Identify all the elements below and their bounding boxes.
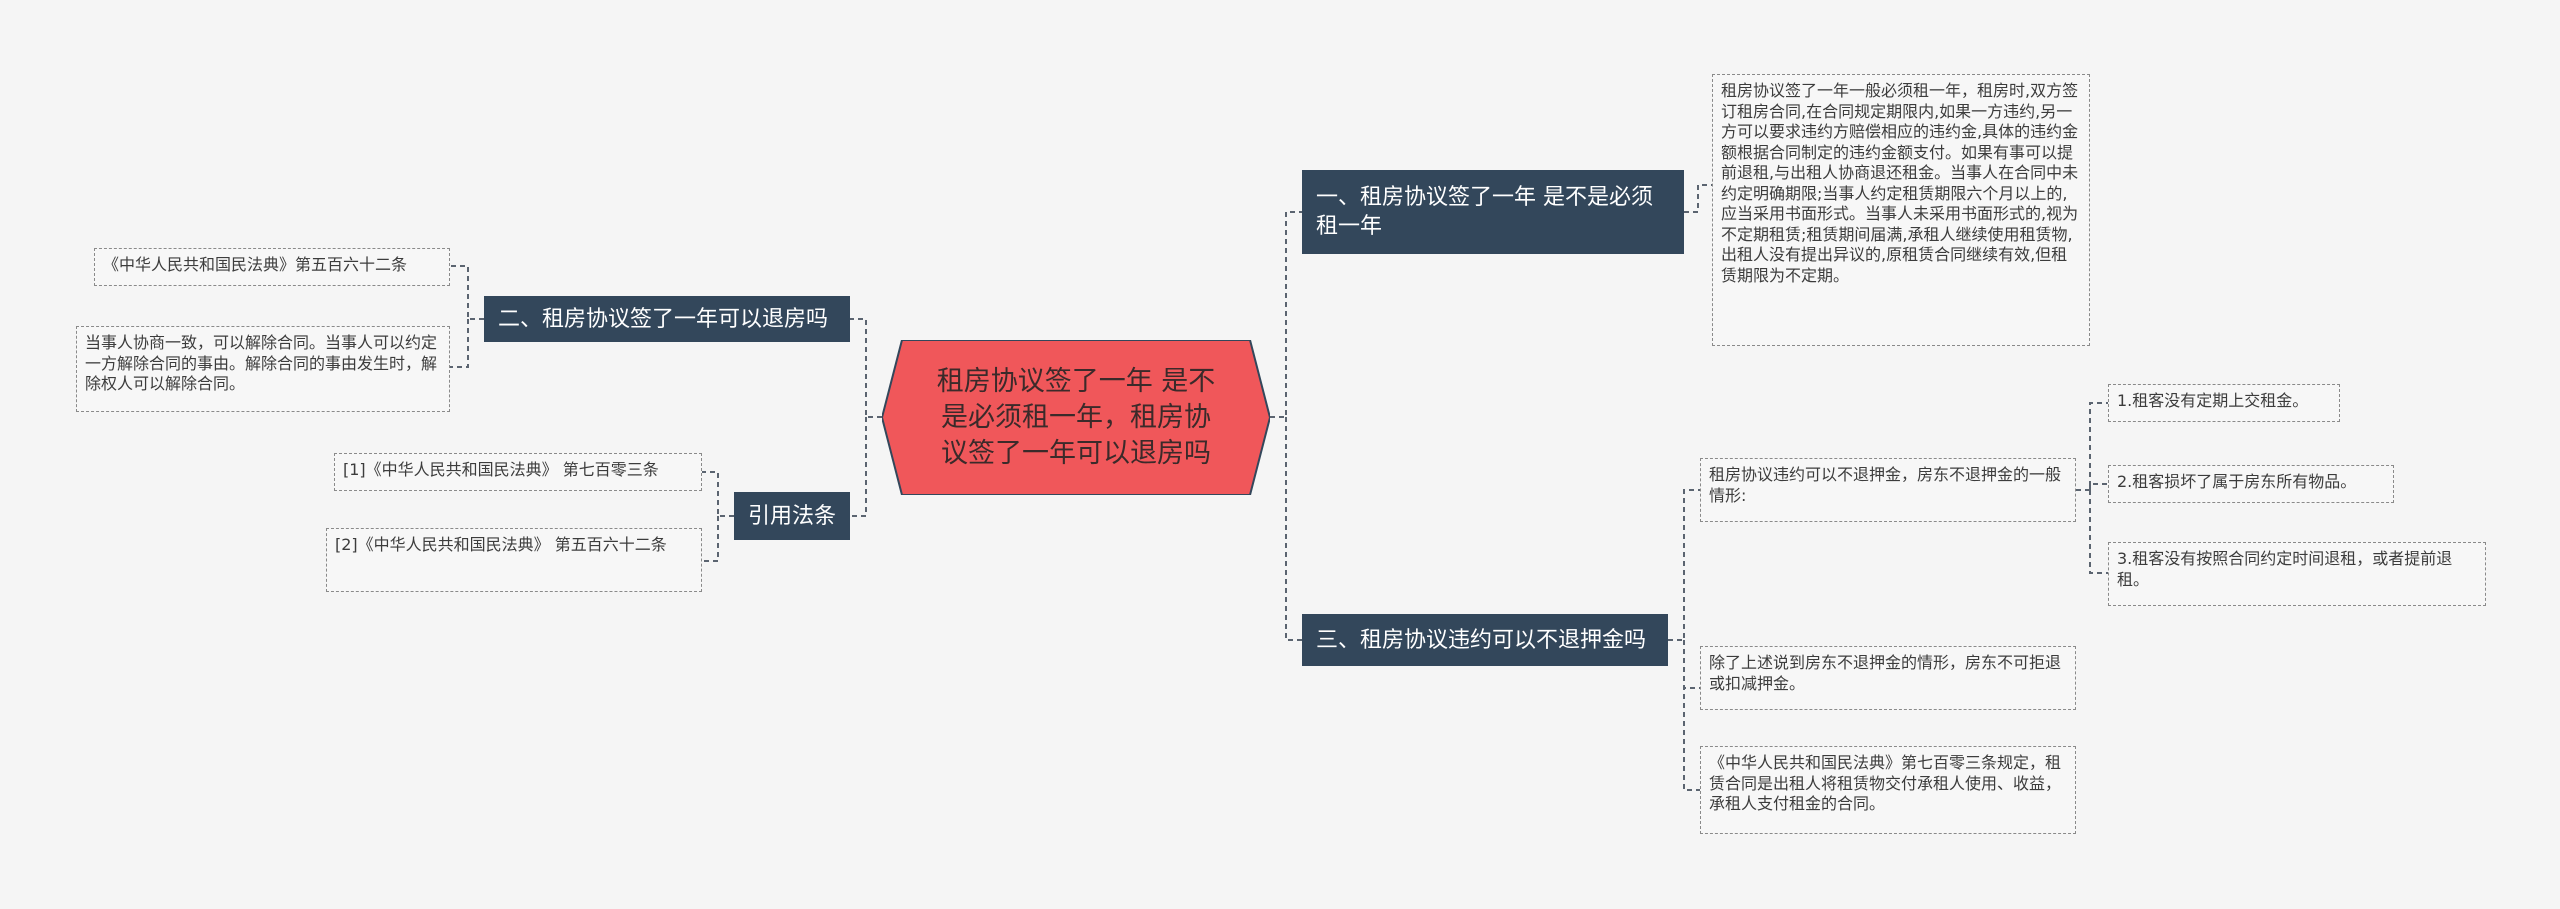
leaf-text: 除了上述说到房东不退押金的情形，房东不可拒退或扣减押金。 bbox=[1709, 653, 2062, 693]
leaf-text: 租房协议违约可以不退押金，房东不退押金的一般情形: bbox=[1709, 465, 2062, 505]
root-title: 租房协议签了一年 是不是必须租一年，租房协议签了一年可以退房吗 bbox=[936, 365, 1216, 469]
leaf-text: 《中华人民共和国民法典》第五百六十二条 bbox=[103, 255, 408, 274]
leaf-text: [1]《中华人民共和国民法典》 第七百零三条 bbox=[343, 460, 659, 479]
law-text-562[interactable]: 当事人协商一致，可以解除合同。当事人可以约定一方解除合同的事由。解除合同的事由发… bbox=[76, 326, 450, 412]
topic-must-rent-one-year[interactable]: 一、租房协议签了一年 是不是必须租一年 bbox=[1302, 170, 1684, 254]
deposit-case-3[interactable]: 3.租客没有按照合同约定时间退租，或者提前退租。 bbox=[2108, 542, 2486, 606]
root-node[interactable]: 租房协议签了一年 是不是必须租一年，租房协议签了一年可以退房吗 bbox=[882, 340, 1270, 495]
deposit-cases-intro[interactable]: 租房协议违约可以不退押金，房东不退押金的一般情形: bbox=[1700, 458, 2076, 522]
leaf-text: 3.租客没有按照合同约定时间退租，或者提前退租。 bbox=[2117, 549, 2453, 589]
deposit-case-1[interactable]: 1.租客没有定期上交租金。 bbox=[2108, 384, 2340, 422]
topic-title: 三、租房协议违约可以不退押金吗 bbox=[1316, 627, 1647, 653]
topic-cited-laws[interactable]: 引用法条 bbox=[734, 492, 850, 540]
civil-code-703-note[interactable]: 《中华人民共和国民法典》第七百零三条规定，租赁合同是出租人将租赁物交付承租人使用… bbox=[1700, 746, 2076, 834]
leaf-text: [2]《中华人民共和国民法典》 第五百六十二条 bbox=[335, 535, 667, 554]
detail-must-rent-one-year[interactable]: 租房协议签了一年一般必须租一年，租房时,双方签订租房合同,在合同规定期限内,如果… bbox=[1712, 74, 2090, 346]
deposit-no-refuse-note[interactable]: 除了上述说到房东不退押金的情形，房东不可拒退或扣减押金。 bbox=[1700, 646, 2076, 710]
leaf-text: 2.租客损坏了属于房东所有物品。 bbox=[2117, 472, 2357, 491]
root-hexagon-shape bbox=[882, 340, 1270, 495]
leaf-text: 当事人协商一致，可以解除合同。当事人可以约定一方解除合同的事由。解除合同的事由发… bbox=[85, 333, 438, 393]
citation-2[interactable]: [2]《中华人民共和国民法典》 第五百六十二条 bbox=[326, 528, 702, 592]
topic-title: 引用法条 bbox=[748, 503, 837, 529]
leaf-text: 《中华人民共和国民法典》第七百零三条规定，租赁合同是出租人将租赁物交付承租人使用… bbox=[1709, 753, 2062, 813]
topic-title: 一、租房协议签了一年 是不是必须租一年 bbox=[1316, 185, 1653, 239]
leaf-text: 1.租客没有定期上交租金。 bbox=[2117, 391, 2309, 410]
detail-text: 租房协议签了一年一般必须租一年，租房时,双方签订租房合同,在合同规定期限内,如果… bbox=[1721, 81, 2079, 285]
law-reference-562[interactable]: 《中华人民共和国民法典》第五百六十二条 bbox=[94, 248, 450, 286]
topic-deposit-on-breach[interactable]: 三、租房协议违约可以不退押金吗 bbox=[1302, 614, 1668, 666]
citation-1[interactable]: [1]《中华人民共和国民法典》 第七百零三条 bbox=[334, 453, 702, 491]
topic-can-move-out[interactable]: 二、租房协议签了一年可以退房吗 bbox=[484, 296, 850, 342]
deposit-case-2[interactable]: 2.租客损坏了属于房东所有物品。 bbox=[2108, 465, 2394, 503]
topic-title: 二、租房协议签了一年可以退房吗 bbox=[498, 306, 829, 332]
